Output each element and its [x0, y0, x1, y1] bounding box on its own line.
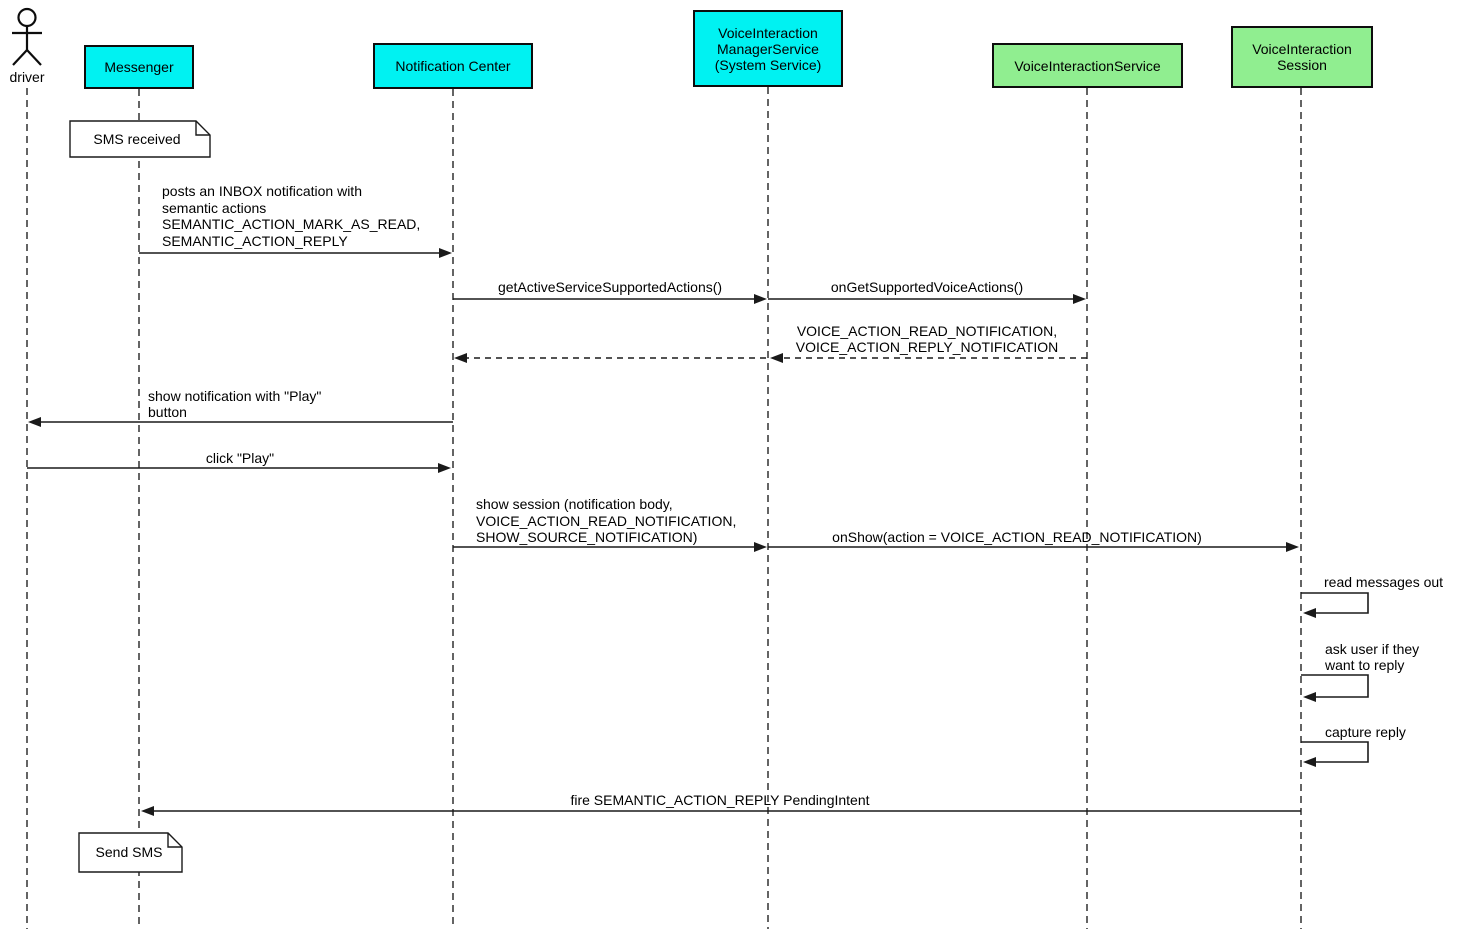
participant-notification-center: Notification Center: [373, 43, 533, 89]
participant-voice-interaction-manager-service: VoiceInteraction ManagerService (System …: [693, 10, 843, 87]
participant-voice-interaction-session: VoiceInteraction Session: [1231, 26, 1373, 88]
participant-voice-interaction-session-label: VoiceInteraction Session: [1252, 41, 1352, 73]
note-send-sms-label: Send SMS: [95, 844, 163, 860]
message-fire-semantic-action-reply-label: fire SEMANTIC_ACTION_REPLY PendingIntent: [570, 792, 870, 808]
self-loop-capture-reply: [1301, 741, 1369, 767]
note-sms-received-shape: [69, 120, 211, 158]
participant-notification-center-label: Notification Center: [395, 58, 511, 74]
message-click-play-label: click "Play": [205, 450, 275, 466]
message-capture-reply-label: capture reply: [1325, 724, 1406, 740]
message-get-active-service-supported-actions-label: getActiveServiceSupportedActions(): [497, 279, 723, 295]
participant-voice-interaction-service-label: VoiceInteractionService: [1014, 57, 1161, 74]
message-posts-inbox-notification-label: posts an INBOX notification with semanti…: [162, 183, 421, 249]
arrow-show-session: [453, 542, 767, 552]
participant-messenger: Messenger: [84, 45, 194, 89]
message-on-show-label: onShow(action = VOICE_ACTION_READ_NOTIFI…: [832, 529, 1202, 545]
arrow-posts-inbox-notification: [139, 248, 452, 258]
message-return-voice-actions-label: VOICE_ACTION_READ_NOTIFICATION, VOICE_AC…: [795, 323, 1059, 355]
arrow-fire-semantic-action-reply: [141, 806, 1301, 816]
arrow-click-play: [27, 463, 451, 473]
message-ask-user-reply-label: ask user if they want to reply: [1325, 641, 1420, 673]
arrow-on-get-supported-voice-actions: [768, 294, 1086, 304]
message-on-get-supported-voice-actions-label: onGetSupportedVoiceActions(): [830, 279, 1024, 295]
note-send-sms-shape: [78, 832, 183, 873]
note-sms-received-label: SMS received: [93, 131, 181, 147]
actor-driver-icon: [12, 7, 42, 66]
message-show-notification-play-label: show notification with "Play" button: [148, 388, 322, 420]
message-read-messages-out-label: read messages out: [1324, 574, 1444, 590]
arrow-show-notification-play: [28, 417, 453, 427]
participant-messenger-label: Messenger: [104, 59, 174, 75]
arrow-return-voice-actions-to-manager: [770, 353, 1087, 363]
arrow-get-active-service-supported-actions: [453, 294, 767, 304]
message-show-session-label: show session (notification body, VOICE_A…: [476, 496, 737, 545]
actor-driver-label: driver: [9, 69, 45, 85]
arrow-on-show: [768, 542, 1299, 552]
participant-voice-interaction-service: VoiceInteractionService: [992, 43, 1183, 88]
arrow-return-voice-actions-to-notification-center: [454, 353, 766, 363]
self-loop-ask-user-reply: [1301, 674, 1369, 702]
self-loop-read-messages-out: [1301, 592, 1369, 618]
participant-voice-interaction-manager-service-label: VoiceInteraction ManagerService (System …: [714, 24, 822, 73]
